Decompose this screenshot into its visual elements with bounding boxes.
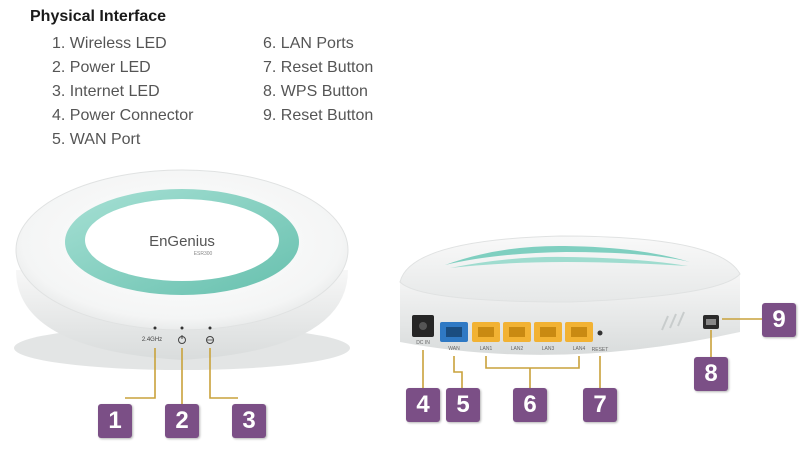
wireless-led-label: 2.4GHz: [142, 337, 162, 343]
legend-item-power-led: 2. Power LED: [52, 59, 151, 76]
legend-left-column: 1. Wireless LED 2. Power LED 3. Internet…: [52, 32, 193, 152]
legend-item-internet-led: 3. Internet LED: [52, 83, 160, 100]
model-label: ESR300: [194, 251, 213, 257]
power-led-icon: [178, 326, 186, 344]
router-rear-view: DC IN WAN LAN1 LAN2 LAN3 LAN4 RESET: [399, 235, 762, 390]
internet-led-icon: [206, 326, 214, 344]
router-front-view: EnGenius ESR300 2.4GHz: [14, 169, 350, 404]
callout-2: 2: [165, 404, 199, 438]
reset-label: RESET: [592, 347, 609, 353]
legend-item-wan-port: 5. WAN Port: [52, 131, 141, 148]
lan1-label: LAN1: [480, 346, 493, 352]
legend-right-column: 6. LAN Ports 7. Reset Button 8. WPS Butt…: [263, 32, 373, 128]
callout-7: 7: [583, 388, 617, 422]
leader-lines-front: [125, 348, 238, 404]
legend-item-power-connector: 4. Power Connector: [52, 107, 194, 124]
side-vents: [661, 311, 685, 331]
callout-4: 4: [406, 388, 440, 422]
leader-lines-rear: [422, 318, 762, 390]
legend-item-reset-button: 7. Reset Button: [263, 59, 374, 76]
reset-pinhole: [597, 330, 603, 336]
callout-9: 9: [762, 303, 796, 337]
wireless-led-icon: [153, 326, 157, 330]
legend-item-wps-button: 8. WPS Button: [263, 83, 368, 100]
lan3-label: LAN3: [542, 346, 555, 352]
legend-item-reset-button-side: 9. Reset Button: [263, 107, 374, 124]
page-title: Physical Interface: [30, 8, 167, 25]
callout-6: 6: [513, 388, 547, 422]
brand-logo: EnGenius: [149, 233, 215, 250]
callout-3: 3: [232, 404, 266, 438]
legend-item-lan-ports: 6. LAN Ports: [263, 35, 354, 52]
callout-5: 5: [446, 388, 480, 422]
teal-ring-rear: [445, 245, 690, 265]
power-connector-label: DC IN: [416, 340, 430, 346]
lan-ports: [472, 322, 593, 342]
callout-8: 8: [694, 357, 728, 391]
callout-1: 1: [98, 404, 132, 438]
legend-item-wireless-led: 1. Wireless LED: [52, 35, 167, 52]
wan-port-label: WAN: [448, 346, 460, 352]
lan4-label: LAN4: [573, 346, 586, 352]
lan2-label: LAN2: [511, 346, 524, 352]
